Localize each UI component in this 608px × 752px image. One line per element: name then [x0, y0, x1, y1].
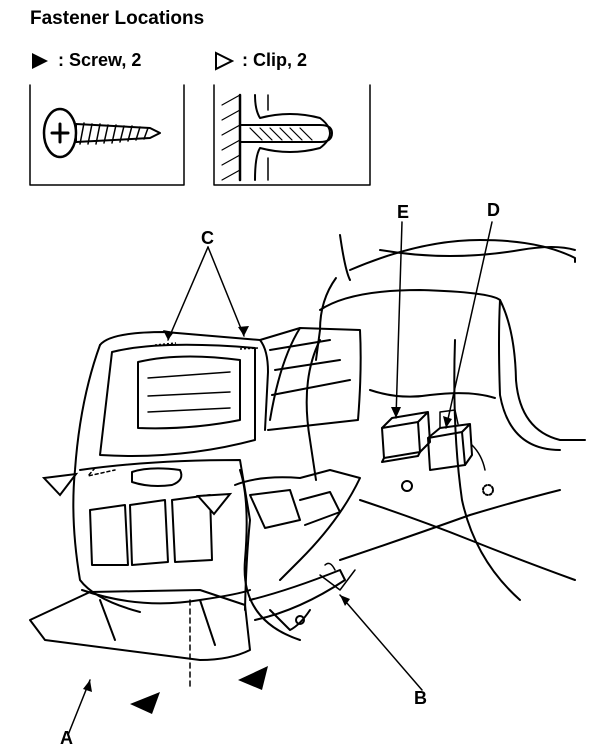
callout-d: D [487, 200, 500, 220]
clip-detail [213, 84, 371, 186]
screw-markers [130, 666, 268, 714]
screw-marker-icon [32, 52, 48, 69]
callout-e: E [397, 202, 410, 222]
callout-c: C [201, 228, 214, 248]
legend-screw: : Screw, 2 [30, 50, 141, 71]
relay-d [427, 409, 486, 471]
callout-a: A [60, 728, 73, 748]
screw-detail [29, 84, 185, 186]
relay-e [381, 411, 431, 463]
diagram-title: Fastener Locations [30, 8, 205, 29]
legend-clip: : Clip, 2 [214, 50, 307, 71]
callout-b: B [414, 688, 427, 708]
clip-markers [41, 472, 233, 516]
bracket-b [234, 469, 361, 631]
legend-screw-label: : Screw, 2 [58, 50, 142, 70]
legend-clip-label: : Clip, 2 [242, 50, 308, 70]
lower-cover-panel [29, 327, 362, 691]
clip-marker-icon [215, 50, 234, 71]
